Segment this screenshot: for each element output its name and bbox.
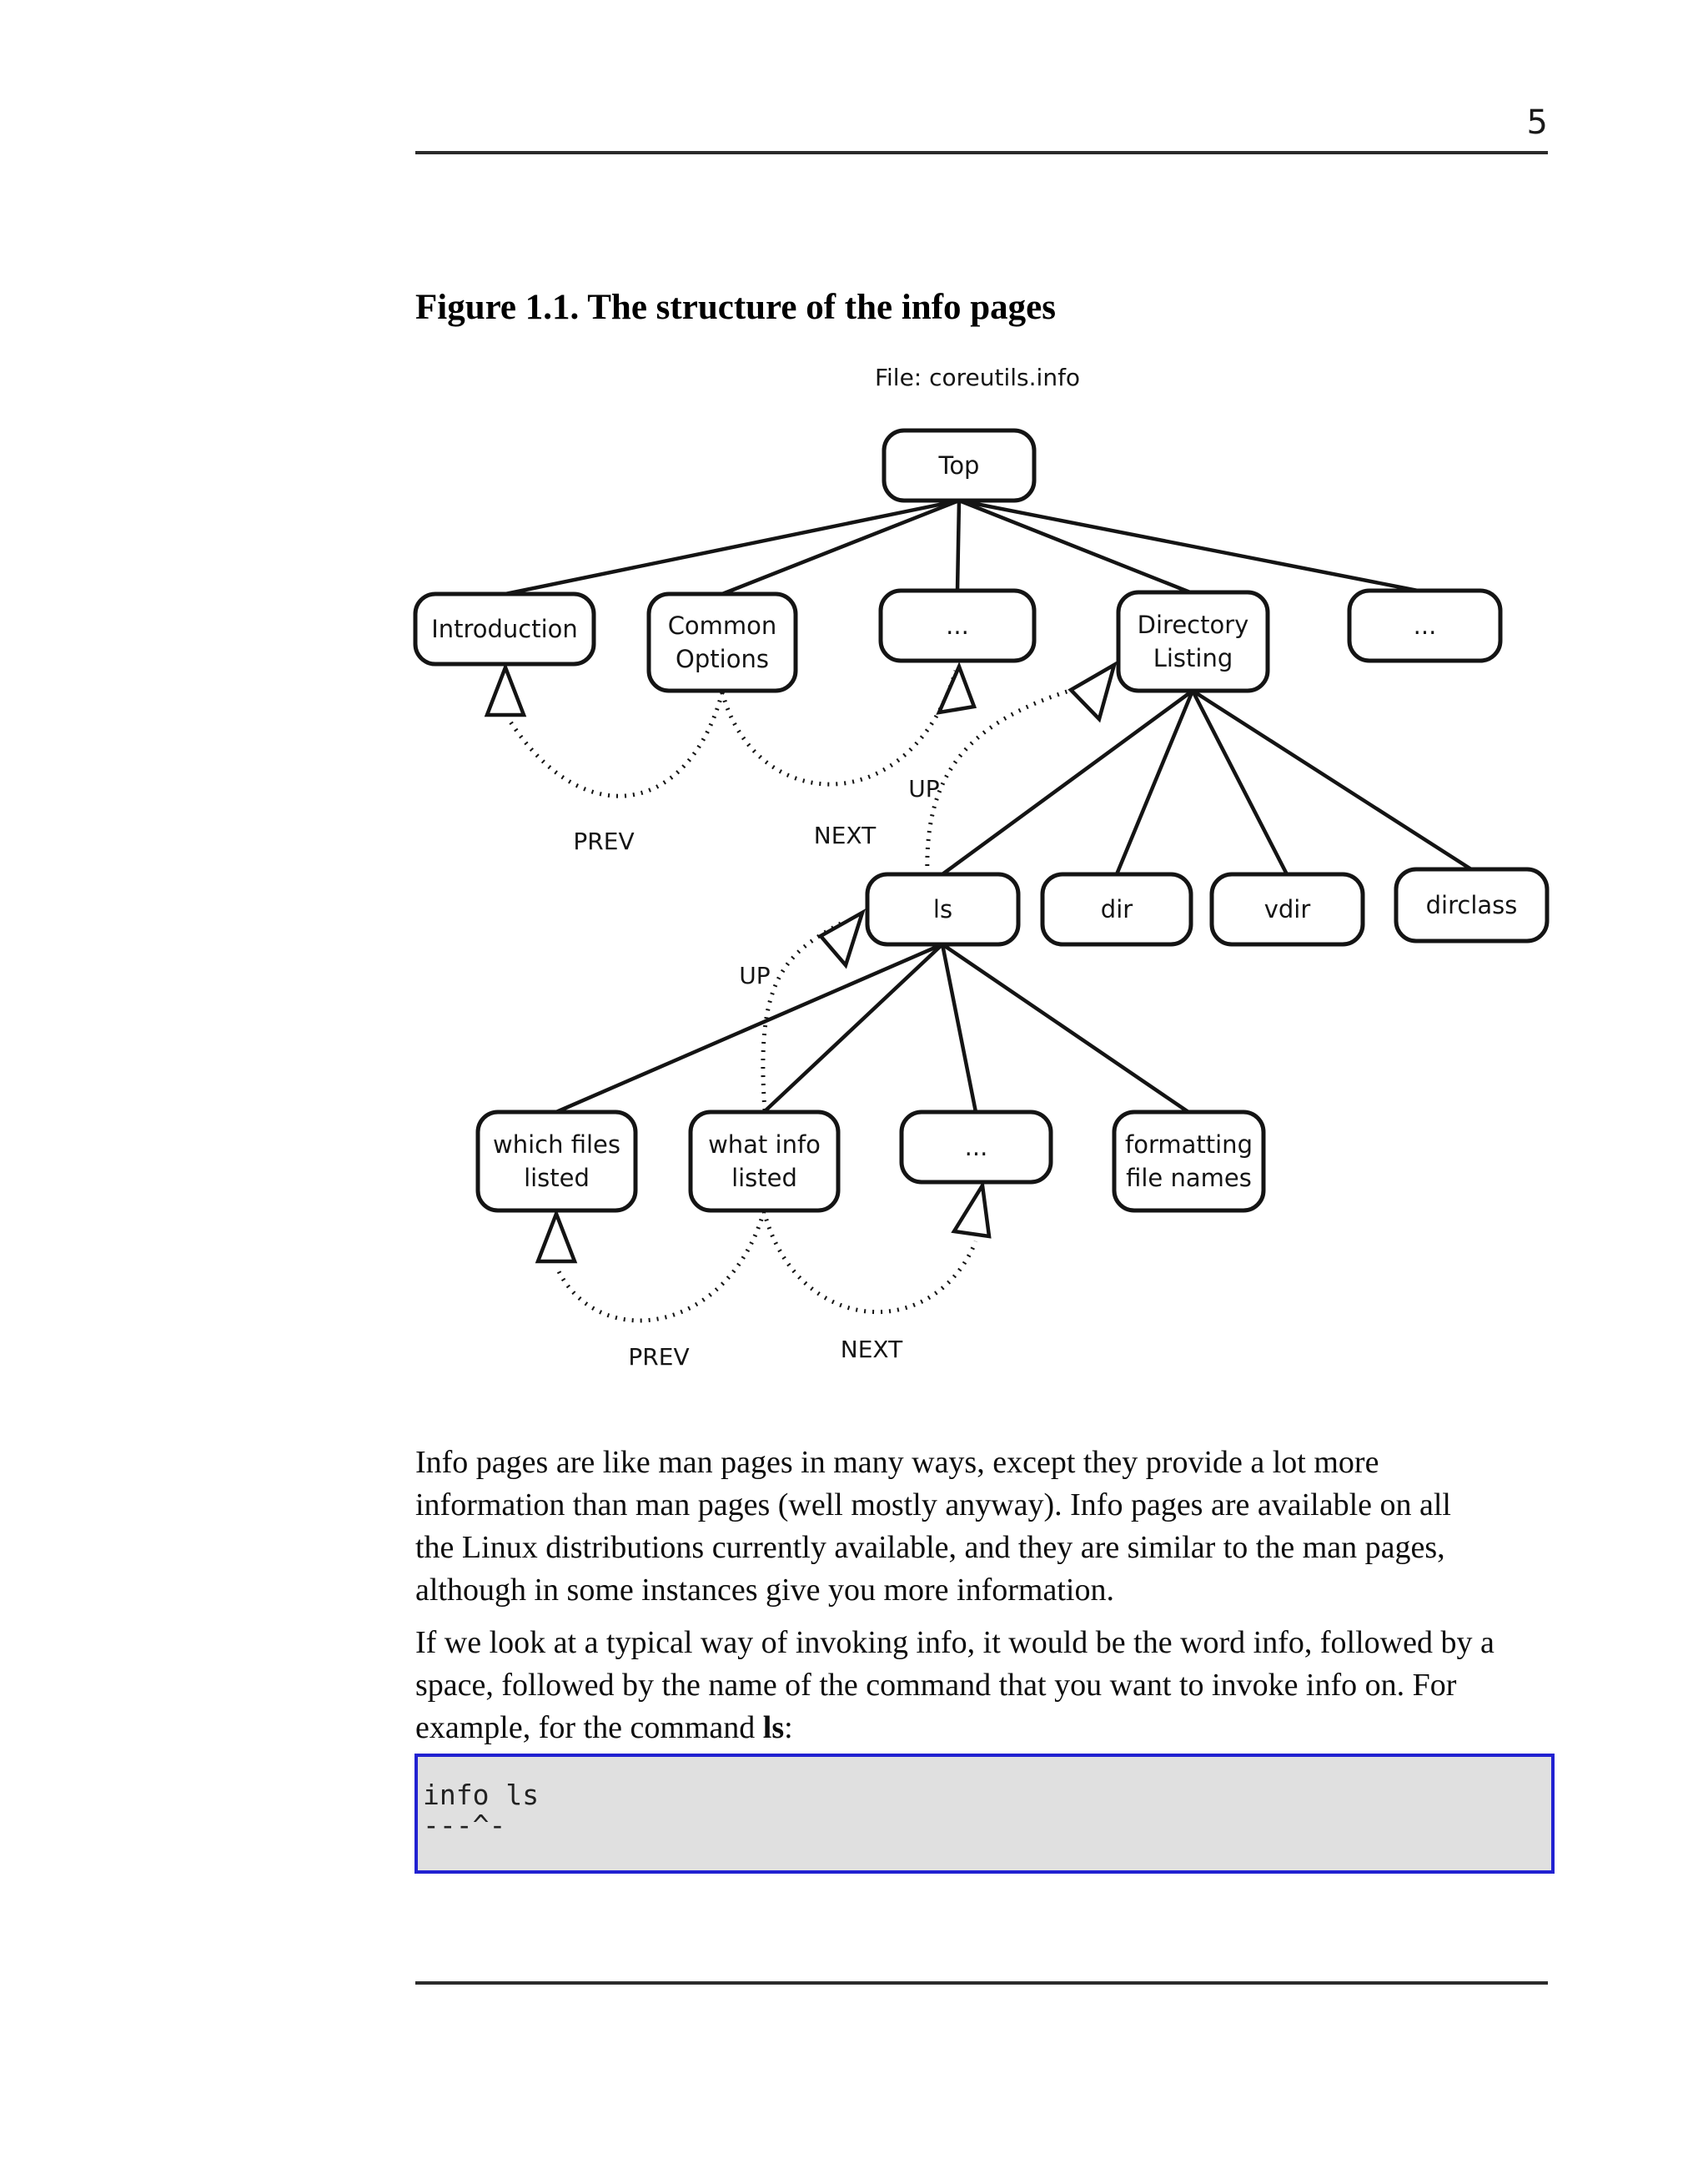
header-rule xyxy=(415,151,1548,154)
node-box-dir xyxy=(1040,872,1193,947)
node-directory-listing: Directory Listing xyxy=(1137,611,1249,672)
arrowhead-prev-top xyxy=(484,662,527,717)
arrowhead-up-mid xyxy=(817,908,866,969)
node-box-common-options xyxy=(646,591,798,693)
arrowhead-prev-bottom xyxy=(535,1208,578,1264)
node-what-info-listed: what info listed xyxy=(708,1130,821,1192)
node-formatting-file-names: formatting file names xyxy=(1125,1130,1253,1192)
node-ellipsis-1: ... xyxy=(946,611,969,640)
diagram-canvas xyxy=(413,428,1550,1323)
paragraph-2-tail: : xyxy=(784,1710,793,1745)
tree-edges xyxy=(505,498,1473,1115)
up-label-mid: UP xyxy=(739,962,771,989)
info-structure-diagram: File: coreutils.info PREV NEXT UP UP PRE… xyxy=(400,359,1568,1393)
node-dirclass: dirclass xyxy=(1425,891,1518,919)
diagram-file-label: File: coreutils.info xyxy=(874,364,1081,391)
node-top: Top xyxy=(938,451,980,480)
node-ls: ls xyxy=(932,895,953,923)
prev-next-up-arcs xyxy=(506,670,1087,1323)
prev-arc-top xyxy=(506,692,725,798)
prev-label-top: PREV xyxy=(573,828,635,855)
node-vdir: vdir xyxy=(1263,895,1311,923)
node-box-introduction xyxy=(413,591,596,667)
prev-label-bottom: PREV xyxy=(628,1343,690,1371)
node-common-options: Common Options xyxy=(667,611,777,673)
node-introduction: Introduction xyxy=(431,615,578,643)
node-box-ls xyxy=(865,872,1021,947)
paragraph-2: If we look at a typical way of invoking … xyxy=(415,1622,1556,1749)
node-boxes xyxy=(413,428,1550,1213)
node-box-formatting-file-names xyxy=(1112,1110,1266,1213)
arrowhead-next-bottom xyxy=(951,1180,992,1239)
arrowheads xyxy=(484,661,1118,1264)
node-which-files-listed: which files listed xyxy=(493,1130,620,1192)
footer-rule xyxy=(415,1981,1548,1985)
arrowhead-up-top xyxy=(1068,661,1118,723)
node-dir: dir xyxy=(1100,895,1133,923)
paragraph-2-text: If we look at a typical way of invoking … xyxy=(415,1625,1494,1745)
command-name-ls: ls xyxy=(762,1710,785,1745)
node-box-ellipsis-3 xyxy=(899,1110,1053,1185)
next-arc-top xyxy=(720,670,958,787)
next-label-bottom: NEXT xyxy=(840,1336,903,1363)
up-label-top: UP xyxy=(908,775,940,803)
prev-arc-bottom xyxy=(554,1210,766,1323)
node-ellipsis-3: ... xyxy=(964,1133,988,1161)
arrowhead-next-top xyxy=(936,662,977,715)
next-label-top: NEXT xyxy=(813,822,877,849)
paragraph-1: Info pages are like man pages in many wa… xyxy=(415,1445,1451,1608)
node-ellipsis-2: ... xyxy=(1413,611,1437,640)
code-block: info ls ---^- xyxy=(414,1754,1555,1874)
node-box-ellipsis-2 xyxy=(1347,588,1503,663)
node-box-vdir xyxy=(1209,872,1365,947)
node-box-ellipsis-1 xyxy=(878,588,1037,663)
node-box-top xyxy=(882,428,1037,503)
figure-title: Figure 1.1. The structure of the info pa… xyxy=(415,288,1056,327)
node-box-what-info-listed xyxy=(688,1110,841,1213)
next-arc-bottom xyxy=(761,1210,978,1315)
node-box-directory-listing xyxy=(1116,590,1270,693)
node-box-which-files-listed xyxy=(475,1110,638,1213)
node-box-dirclass xyxy=(1394,867,1550,944)
page-number: 5 xyxy=(1526,103,1548,142)
